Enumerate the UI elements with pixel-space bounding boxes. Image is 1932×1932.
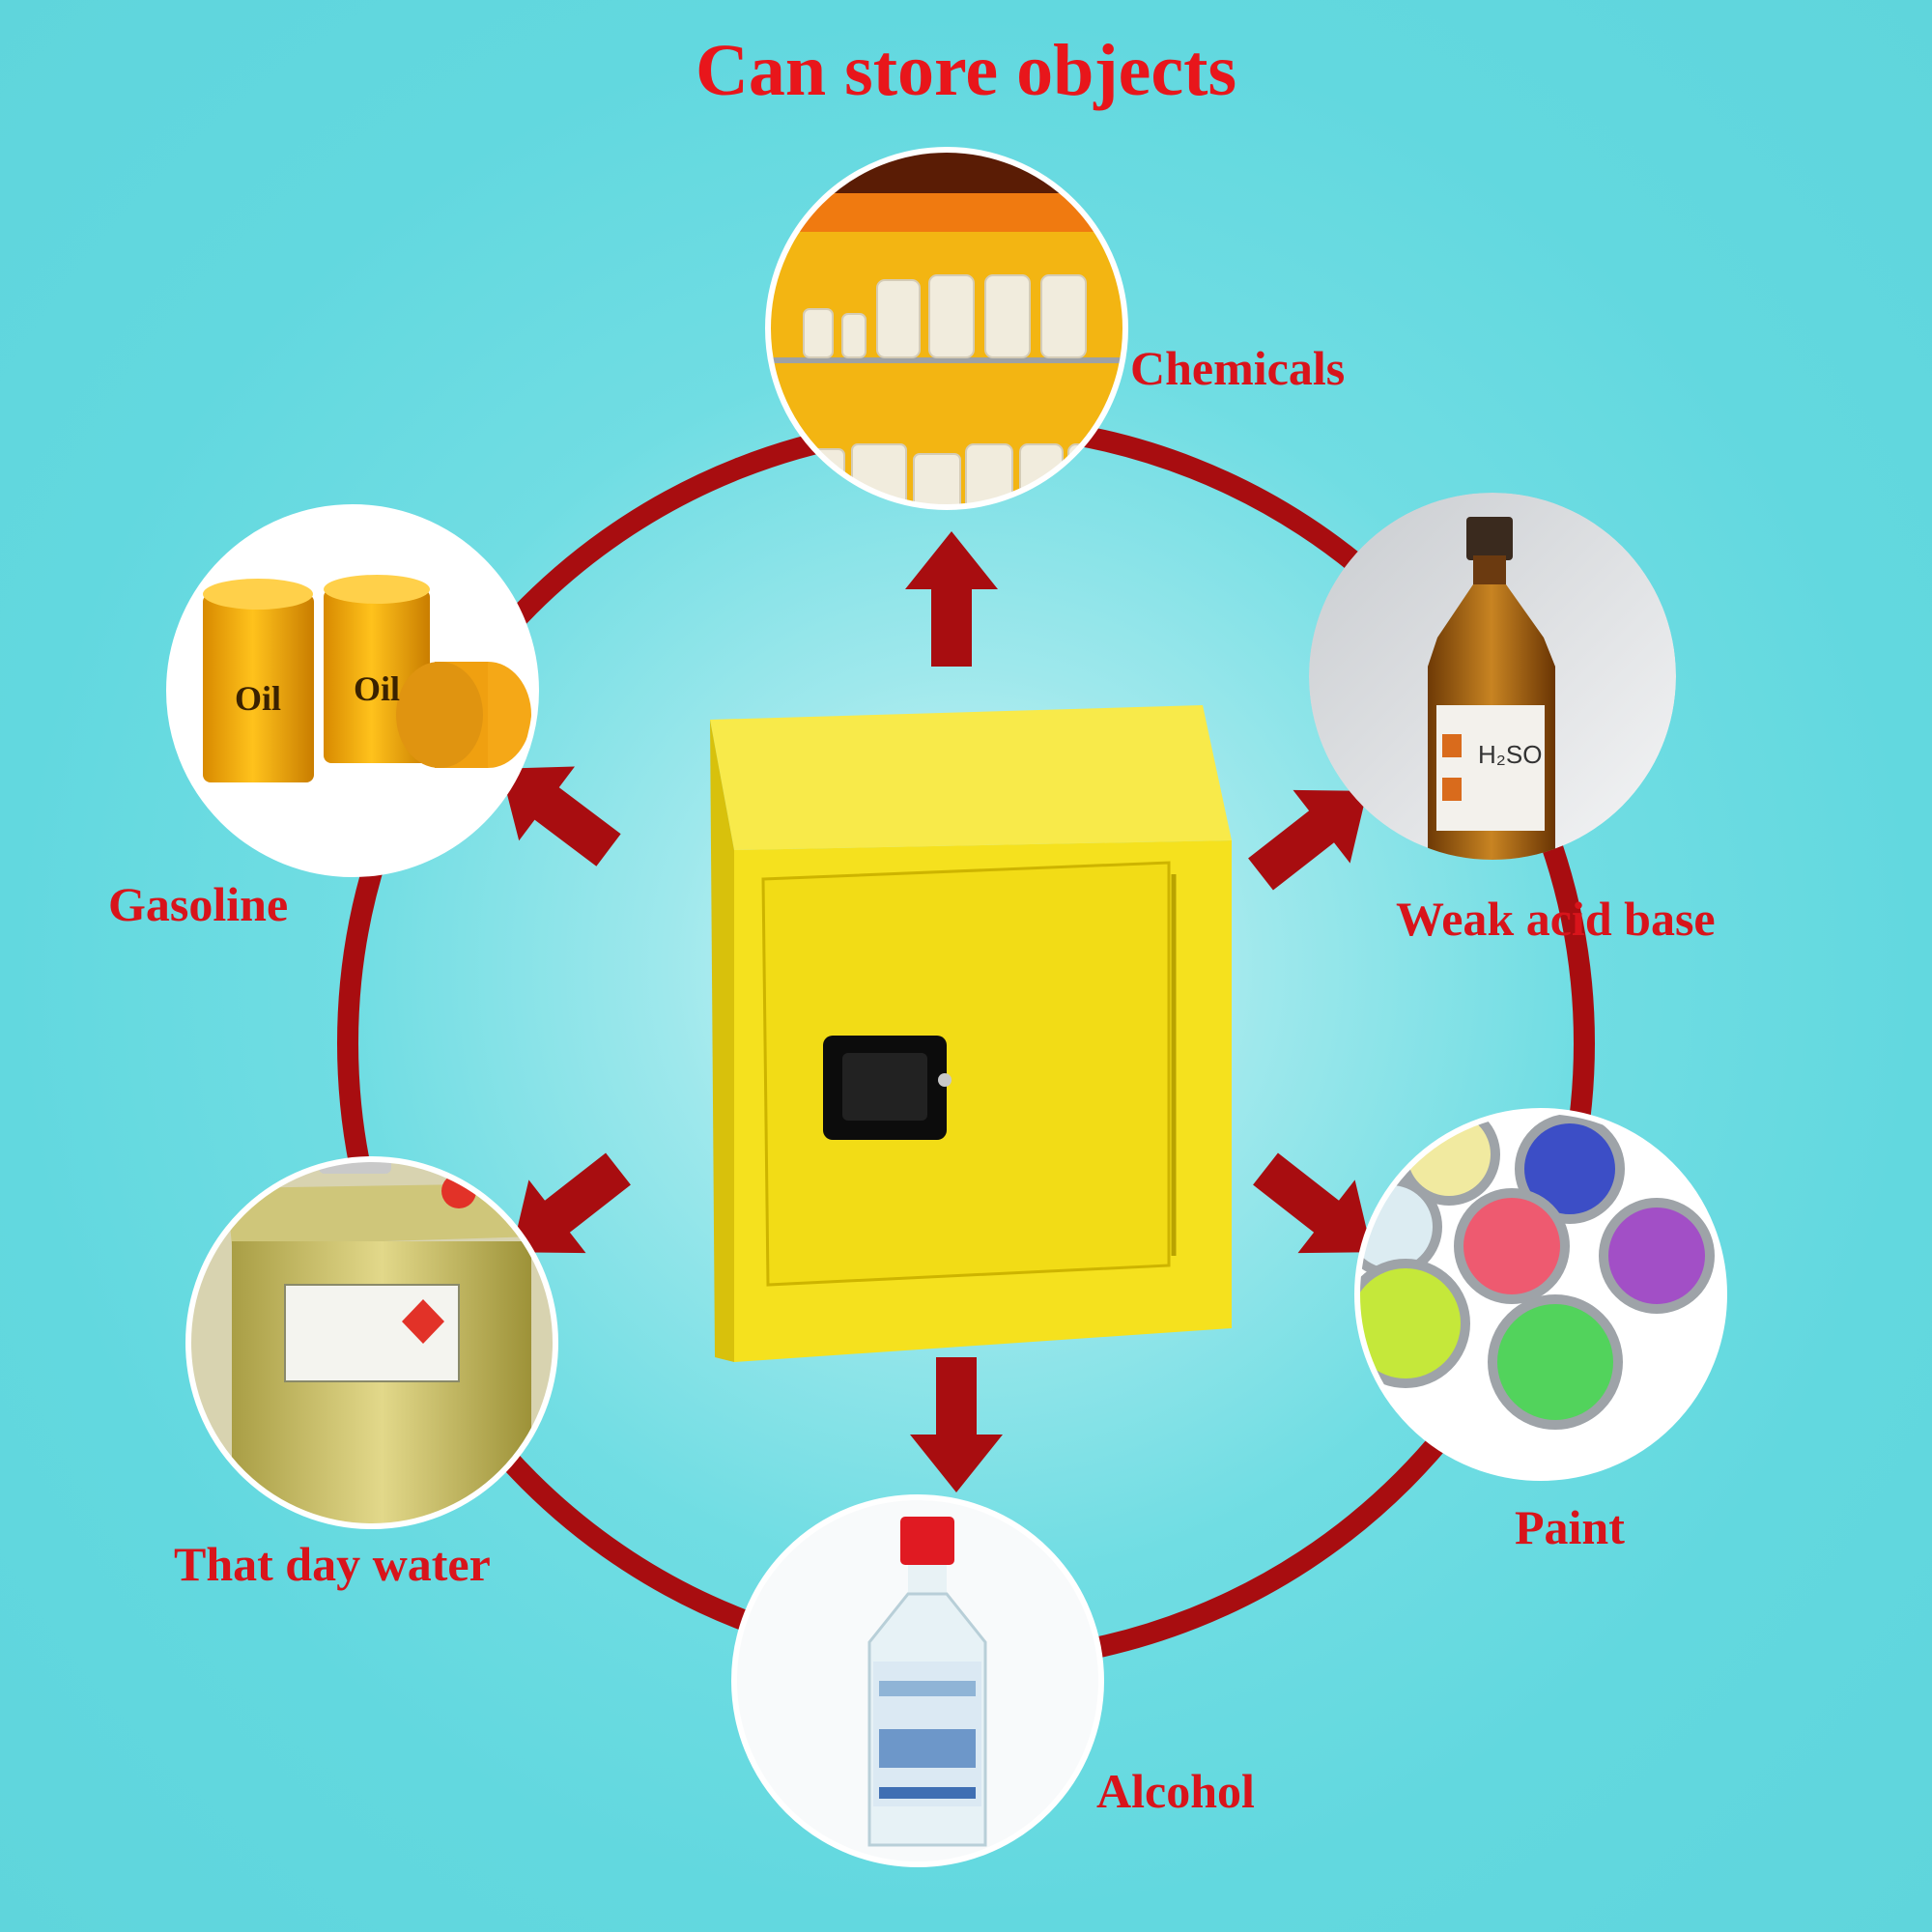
- metal-canister-icon: [188, 1159, 555, 1526]
- page-title: Can store objects: [695, 30, 1237, 111]
- acid-bottle-label: H₂SO: [1478, 740, 1542, 769]
- chemical-bottles-shelf-icon: [768, 150, 1125, 507]
- label-that-day-water: That day water: [174, 1537, 491, 1591]
- arrows: [500, 531, 1373, 1492]
- arrow-gasoline: [500, 766, 621, 867]
- yellow-safety-cabinet-icon: [710, 705, 1232, 1362]
- label-alcohol: Alcohol: [1096, 1764, 1255, 1818]
- barrel-label-left: Oil: [235, 679, 281, 718]
- label-weak-acid-base: Weak acid base: [1396, 892, 1716, 946]
- arrow-that-day-water: [511, 1152, 631, 1254]
- acid-bottle-icon: H₂SO: [1309, 493, 1676, 860]
- paint-cans-icon: [1357, 1111, 1724, 1478]
- barrel-label-right: Oil: [354, 669, 400, 708]
- arrow-weak-acid-base: [1248, 789, 1368, 891]
- label-paint: Paint: [1515, 1500, 1625, 1554]
- alcohol-bottle-icon: [734, 1497, 1101, 1864]
- arrow-paint: [1253, 1152, 1373, 1254]
- arrow-alcohol: [910, 1357, 1003, 1492]
- label-gasoline: Gasoline: [108, 877, 289, 931]
- oil-barrels-icon: Oil Oil: [169, 507, 536, 874]
- label-chemicals: Chemicals: [1130, 341, 1346, 395]
- arrow-chemicals: [905, 531, 998, 667]
